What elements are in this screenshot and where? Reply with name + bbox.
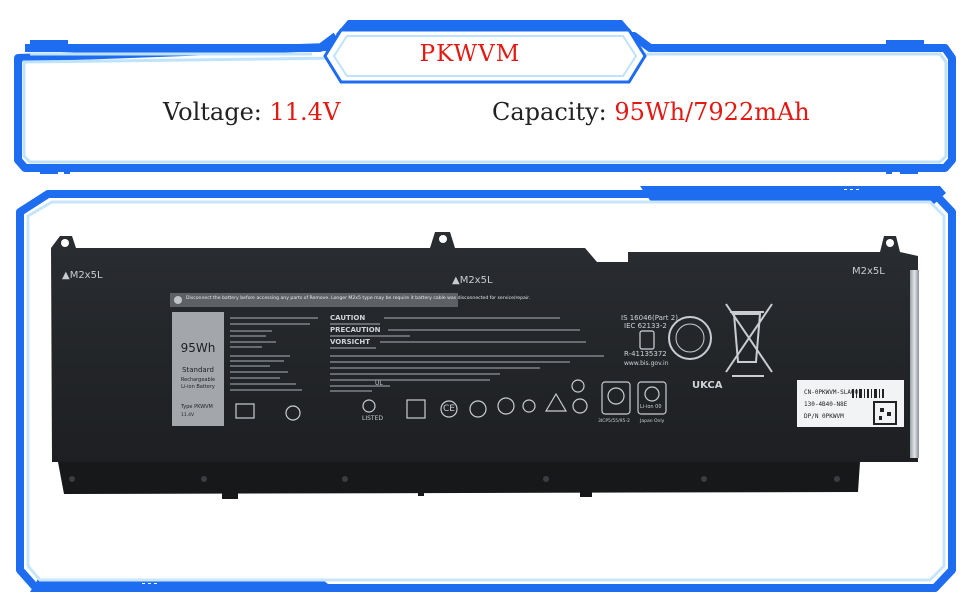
- badge-line-1: Standard: [182, 366, 214, 374]
- badge-line-2: Rechargeable: [181, 377, 215, 383]
- iec-standard: IEC 62133-2: [624, 322, 667, 330]
- vorsicht-heading: VORSICHT: [330, 338, 370, 346]
- is-standard: IS 16046(Part 2): [621, 314, 678, 322]
- voltage-spec: Voltage: 11.4V: [163, 92, 340, 132]
- model-title: PKWVM: [419, 41, 521, 67]
- weee-bin-icon: [725, 303, 773, 377]
- voltage-label: Voltage:: [163, 98, 262, 126]
- warning-strip-text: Disconnect the battery before accessing …: [186, 295, 530, 301]
- barcode-dpn: DP/N 0PKWVM: [804, 413, 844, 420]
- barcode-cn: CN-0PKWVM-SLA00: [804, 389, 859, 396]
- battery-type-voltage: 11.4V: [181, 412, 195, 418]
- battery-type: Type PKWVM: [180, 404, 213, 410]
- banner-frame: [14, 20, 956, 174]
- liion-mark: Li-ion 00: [640, 404, 662, 410]
- svg-text:UL: UL: [375, 380, 383, 387]
- bis-url: www.bis.gov.in: [624, 360, 669, 367]
- battery-photo: ▲M2x5L ▲M2x5L M2x5L Disconnect the batte…: [51, 232, 919, 499]
- capacity-label: Capacity:: [492, 98, 607, 126]
- voltage-value: 11.4V: [269, 98, 341, 126]
- japan-only: Japan Only: [639, 418, 665, 424]
- mount-label-left: ▲M2x5L: [62, 270, 103, 281]
- precaution-heading: PRECAUTION: [330, 326, 381, 334]
- mount-label-right: M2x5L: [852, 266, 885, 277]
- r-number: R-41135372: [624, 350, 667, 358]
- svg-text:LISTED: LISTED: [362, 415, 383, 422]
- cell-code: 3ICP5/55/95-2: [598, 418, 630, 424]
- capacity-badge: 95Wh: [181, 341, 216, 355]
- badge-line-3: Li-ion Battery: [181, 384, 215, 390]
- capacity-value: 95Wh/7922mAh: [614, 98, 810, 126]
- mount-label-center: ▲M2x5L: [452, 275, 493, 286]
- ukca-mark: UKCA: [692, 380, 723, 391]
- caution-heading: CAUTION: [330, 314, 365, 322]
- svg-text:CE: CE: [443, 404, 455, 414]
- barcode-line2: 130-4B40-N8E: [804, 401, 848, 408]
- capacity-spec: Capacity: 95Wh/7922mAh: [492, 92, 810, 132]
